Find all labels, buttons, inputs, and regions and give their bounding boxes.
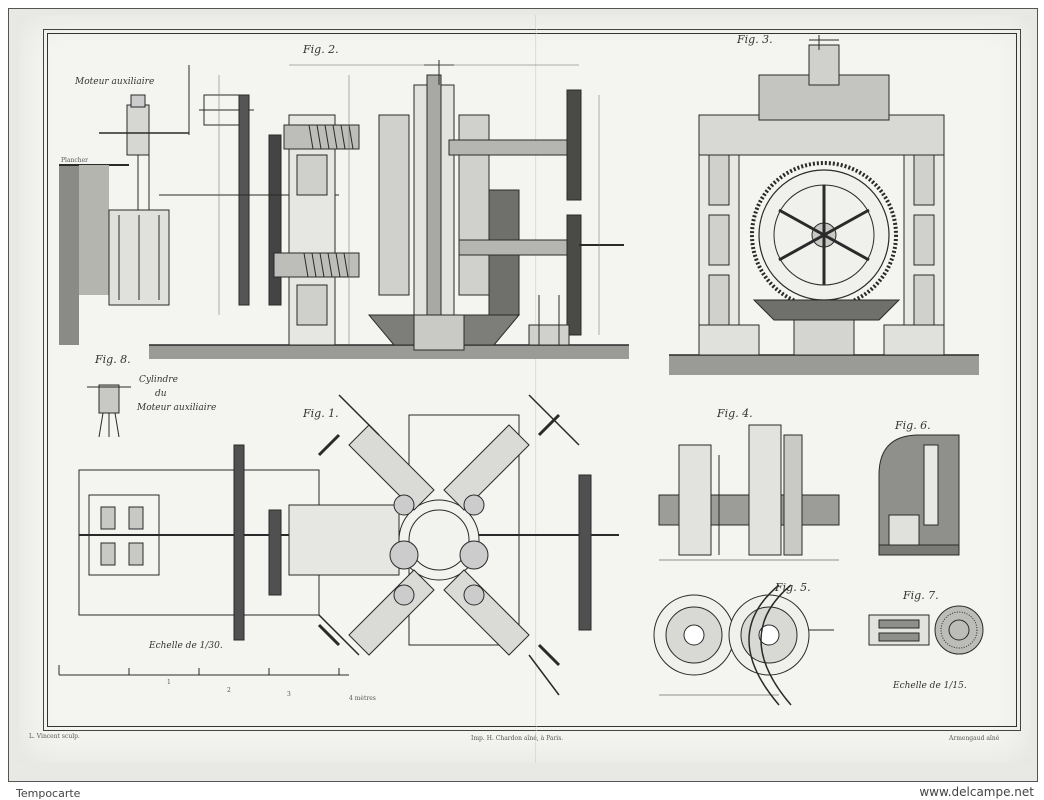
fig1-label: Fig. 1. [303, 407, 339, 420]
fig7-detail [868, 605, 984, 655]
outer-frame [43, 29, 1021, 731]
fig6-section [878, 434, 960, 556]
fig6-label: Fig. 6. [895, 419, 931, 432]
inner-frame [47, 33, 1017, 727]
fig8-label: Fig. 8. [95, 353, 131, 366]
plancher-note: Plancher [61, 157, 89, 164]
printer-credit: Imp. H. Chardon aîné, à Paris. [471, 735, 564, 742]
fig5-rollers [653, 584, 834, 706]
cylindre-note-1: Cylindre [139, 375, 178, 385]
scale-tick-2: 2 [227, 687, 231, 694]
fig4-label: Fig. 4. [717, 407, 753, 420]
echelle-left-note: Echelle de 1/30. [149, 641, 223, 651]
engraving-sheet: Fig. 2. Fig. 3. Fig. 8. Fig. 1. Fig. 4. … [19, 15, 1031, 763]
fig3-front-elevation [669, 35, 979, 375]
photo-background: Fig. 2. Fig. 3. Fig. 8. Fig. 1. Fig. 4. … [8, 8, 1038, 782]
engraver-credit: L. Vincent sculp. [29, 733, 80, 740]
author-credit: Armengaud aîné [949, 735, 1000, 742]
moteur-note: Moteur auxiliaire [75, 77, 155, 87]
fig4-section [658, 424, 840, 561]
cylindre-note-2: du [155, 389, 167, 399]
fig3-label: Fig. 3. [737, 33, 773, 46]
watermark-site: www.delcampe.net [919, 785, 1034, 799]
fig2-elevation [59, 60, 629, 359]
fig8-cylinder [87, 384, 131, 438]
fig5-label: Fig. 5. [775, 581, 811, 594]
cylindre-note-3: Moteur auxiliaire [137, 403, 217, 413]
scale-metres-label: 4 mètres [349, 695, 376, 702]
scale-tick-1: 1 [167, 679, 171, 686]
center-fold [535, 15, 537, 763]
fig2-label: Fig. 2. [303, 43, 339, 56]
echelle-right-note: Echelle de 1/15. [893, 681, 967, 691]
technical-drawing [58, 35, 984, 706]
fig7-label: Fig. 7. [903, 589, 939, 602]
fig1-plan [58, 394, 619, 696]
watermark-seller: Tempocarte [16, 787, 81, 800]
scale-tick-3: 3 [287, 691, 291, 698]
